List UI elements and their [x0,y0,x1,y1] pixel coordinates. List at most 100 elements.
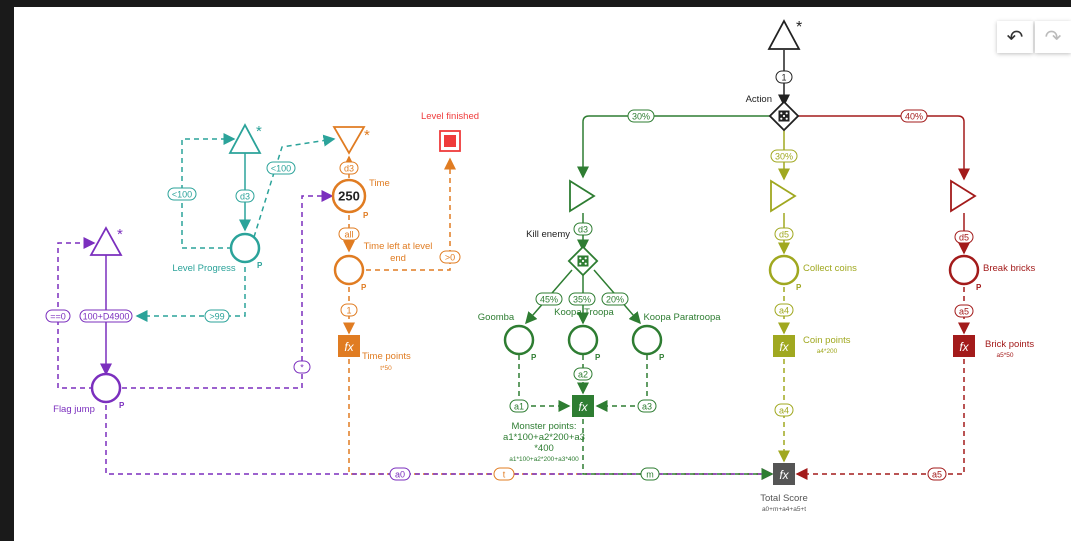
action-label: Action [746,94,772,105]
action-random-gate[interactable] [768,100,800,132]
edge-label-d5-red[interactable]: d5 [954,230,974,244]
svg-text:==0: ==0 [50,312,66,322]
brick-points-register[interactable]: fx [953,335,975,357]
edge-label-eq0[interactable]: ==0 [45,309,71,323]
flag-jump-pool[interactable]: P [90,372,125,410]
collect-coins-pool[interactable]: P [768,254,802,292]
source-node-purple[interactable]: * [89,226,123,256]
edge-teal-lt100-left[interactable] [181,133,236,249]
edge-orange-gt0[interactable] [366,157,456,271]
edge-teal-lt100-right[interactable] [253,134,336,238]
edge-label-all[interactable]: all [338,227,360,241]
svg-text:d3: d3 [344,164,354,174]
edge-label-expr-purple[interactable]: 100+D4900 [79,309,133,323]
collect-coins-label: Collect coins [803,263,857,274]
break-bricks-gate[interactable] [950,179,977,213]
edge-label-30-mid[interactable]: 30% [770,149,798,163]
enemy-random-gate[interactable] [567,245,599,277]
source-node-teal[interactable]: * [228,123,262,154]
edge-green-m[interactable] [582,419,774,480]
total-score-register[interactable]: fx [773,463,795,485]
drain-node-orange[interactable]: * [332,126,370,155]
svg-text:t: t [503,470,506,480]
edge-green-a1[interactable] [518,355,571,412]
edge-label-a5-bottom[interactable]: a5 [927,467,947,481]
svg-text:m: m [646,470,654,480]
koopa-troopa-pool[interactable]: P [567,324,601,362]
collect-coins-gate[interactable] [770,179,797,213]
edge-teal-gt99[interactable] [135,267,246,322]
edge-label-star-purple[interactable]: * [293,360,311,374]
time-points-register[interactable]: fx [338,335,360,357]
svg-text:a3: a3 [642,402,652,412]
diagram-canvas[interactable]: 1 30% 30% 40% d3 <100 <100 >99 d3 all >0… [14,7,1071,541]
redo-button[interactable]: ↷ [1035,21,1071,53]
edge-label-gt99[interactable]: >99 [204,309,230,323]
time-left-pool[interactable]: P [333,254,367,292]
svg-text:a1: a1 [514,402,524,412]
edge-label-35[interactable]: 35% [568,292,596,306]
level-finished-label: Level finished [421,111,479,122]
edge-label-one-orange[interactable]: 1 [340,303,358,317]
svg-text:P: P [659,353,665,362]
edge-purple-star[interactable] [122,190,334,389]
edge-label-a0[interactable]: a0 [389,467,411,481]
total-score-formula: a0+m+a4+a5+t [762,506,806,513]
time-left-label-line1: Time left at level [364,241,433,252]
coin-points-register[interactable]: fx [773,335,795,357]
edge-label-a5-top[interactable]: a5 [954,304,974,318]
edge-label-d3-teal[interactable]: d3 [235,189,255,203]
edge-label-a4-top[interactable]: a4 [774,303,794,317]
kill-enemy-gate[interactable] [569,179,596,213]
edge-label-d5-olive[interactable]: d5 [774,227,794,241]
time-points-label: Time points [362,351,411,362]
edge-green-a3[interactable] [595,355,648,412]
edge-purple-a0[interactable] [105,405,774,480]
source-node-action[interactable]: * [767,19,802,50]
monster-points-register[interactable]: fx [572,395,594,417]
edge-label-lt100-right[interactable]: <100 [266,161,296,175]
koopa-paratroopa-label: Koopa Paratroopa [643,312,721,323]
svg-text:fx: fx [959,340,969,354]
svg-text:P: P [257,261,263,270]
edge-label-gt0[interactable]: >0 [439,250,461,264]
edge-action-break-bricks[interactable] [796,115,970,181]
level-progress-pool[interactable]: P [229,232,263,270]
svg-text:40%: 40% [905,112,923,122]
edge-label-45[interactable]: 45% [535,292,563,306]
undo-button[interactable]: ↶ [997,21,1033,53]
goomba-pool[interactable]: P [503,324,537,362]
edge-label-d3-green[interactable]: d3 [573,222,593,236]
edge-label-30-left[interactable]: 30% [627,109,655,123]
time-points-formula: t*50 [380,365,392,372]
svg-text:>0: >0 [445,253,455,263]
svg-text:a2: a2 [578,370,588,380]
svg-text:a0: a0 [395,470,405,480]
edge-label-t[interactable]: t [493,467,515,481]
edge-label-a1[interactable]: a1 [509,399,529,413]
svg-text:P: P [976,283,982,292]
svg-text:<100: <100 [172,190,192,200]
edge-label-lt100-left[interactable]: <100 [167,187,197,201]
svg-text:30%: 30% [632,112,650,122]
goomba-label: Goomba [478,312,515,323]
break-bricks-pool[interactable]: P [948,254,982,292]
koopa-paratroopa-pool[interactable]: P [631,324,665,362]
time-label: Time [369,178,390,189]
edge-label-a2[interactable]: a2 [573,367,593,381]
edge-action-kill-enemy[interactable] [577,115,772,179]
svg-text:a4: a4 [779,406,789,416]
edge-red-a5-bottom[interactable] [795,359,965,480]
edge-label-a4-bottom[interactable]: a4 [774,403,794,417]
edge-label-a3[interactable]: a3 [637,399,657,413]
level-finished-end[interactable] [439,130,461,152]
svg-text:*: * [796,19,802,36]
edge-label-one[interactable]: 1 [775,70,793,84]
svg-text:fx: fx [344,340,354,354]
svg-text:*: * [117,226,123,243]
edge-label-d3-orange[interactable]: d3 [339,161,359,175]
time-pool[interactable]: 250 P [331,178,369,220]
edge-label-m[interactable]: m [640,467,660,481]
edge-label-20[interactable]: 20% [601,292,629,306]
edge-label-40[interactable]: 40% [900,109,928,123]
